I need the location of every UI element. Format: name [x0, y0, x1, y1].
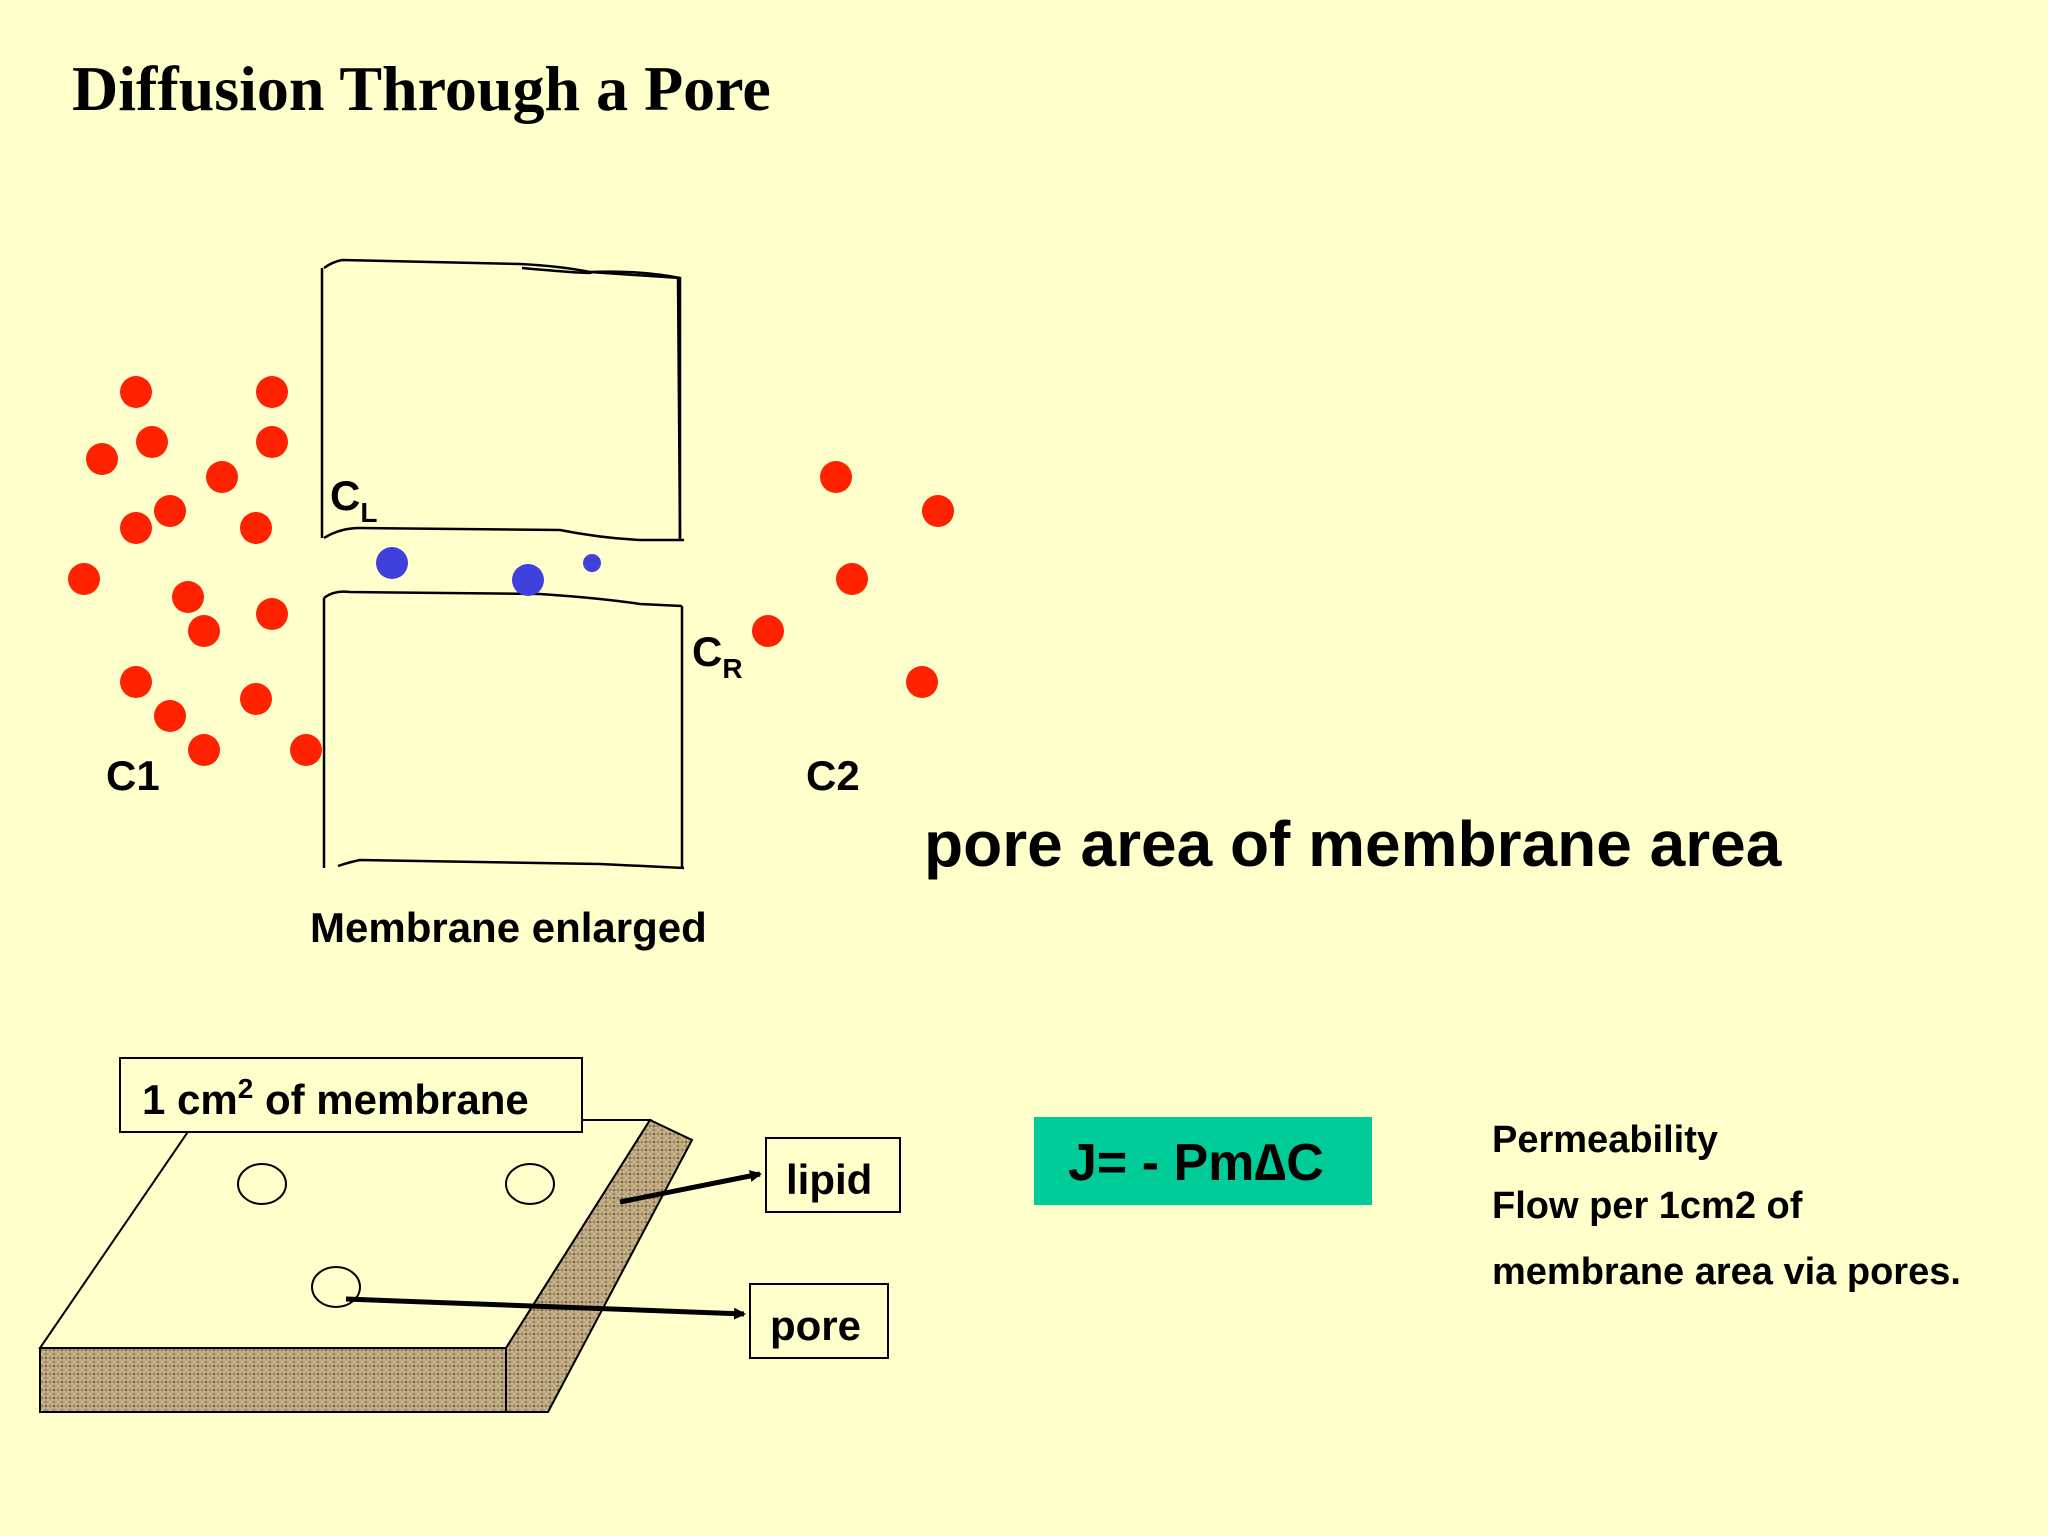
pore-label-box [749, 1283, 889, 1359]
area-label: 1 cm2 of membrane [142, 1073, 529, 1123]
solute-particle [820, 461, 852, 493]
pore-arrow [345, 1296, 746, 1320]
solute-particle [188, 734, 220, 766]
solute-particle [120, 512, 152, 544]
solute-particles-left [68, 376, 322, 766]
equation-box [1034, 1117, 1372, 1205]
c1-label: C1 [106, 752, 160, 799]
pore-hole [237, 1163, 287, 1205]
pore-label: pore [770, 1302, 861, 1349]
solute-particle [136, 426, 168, 458]
description-line-3: membrane area via pores. [1492, 1251, 1961, 1293]
pore-hole [505, 1163, 555, 1205]
pore-particle [376, 547, 408, 579]
c2-label: C2 [806, 752, 860, 799]
membrane-upper-right-edge [676, 277, 682, 541]
description-line-1: Permeability [1492, 1119, 1718, 1161]
membrane-upper-block-bottom [323, 526, 684, 542]
permeability-equation: J= - Pm∆C [1068, 1134, 1324, 1192]
membrane-slab-side [505, 1118, 694, 1413]
solute-particle [752, 615, 784, 647]
solute-particle [120, 666, 152, 698]
c-left-label: CL [330, 472, 377, 528]
solute-particle [290, 734, 322, 766]
solute-particle [240, 512, 272, 544]
solute-particle [154, 700, 186, 732]
solute-particle [922, 495, 954, 527]
area-label-box [119, 1057, 583, 1133]
slide-title: Diffusion Through a Pore [72, 53, 771, 124]
description-line-2: Flow per 1cm2 of [1492, 1185, 1803, 1227]
solute-particle [836, 563, 868, 595]
membrane-lower-block-bottom [337, 858, 685, 870]
membrane-enlarged-caption: Membrane enlarged [310, 904, 707, 951]
lipid-arrow [619, 1170, 762, 1205]
solute-particle [120, 376, 152, 408]
solute-particle [68, 563, 100, 595]
lipid-label: lipid [786, 1156, 872, 1203]
pore-particle [512, 564, 544, 596]
solute-particle [86, 443, 118, 475]
lipid-label-box [765, 1137, 901, 1213]
solute-particle [240, 683, 272, 715]
solute-particle [256, 598, 288, 630]
pore-area-statement: pore area of membrane area [924, 808, 1782, 880]
c-right-label: CR [692, 628, 743, 684]
solute-particle [256, 426, 288, 458]
solute-particle [906, 666, 938, 698]
solute-particle [154, 495, 186, 527]
solute-particle [188, 615, 220, 647]
solute-particle [256, 376, 288, 408]
solute-particles-right [752, 461, 954, 698]
pore-particle [583, 554, 601, 572]
membrane-upper-block-top [323, 258, 681, 280]
solute-particle [206, 461, 238, 493]
solute-particle [172, 581, 204, 613]
membrane-lower-block-top [323, 590, 683, 608]
membrane-slab-front [39, 1347, 507, 1413]
